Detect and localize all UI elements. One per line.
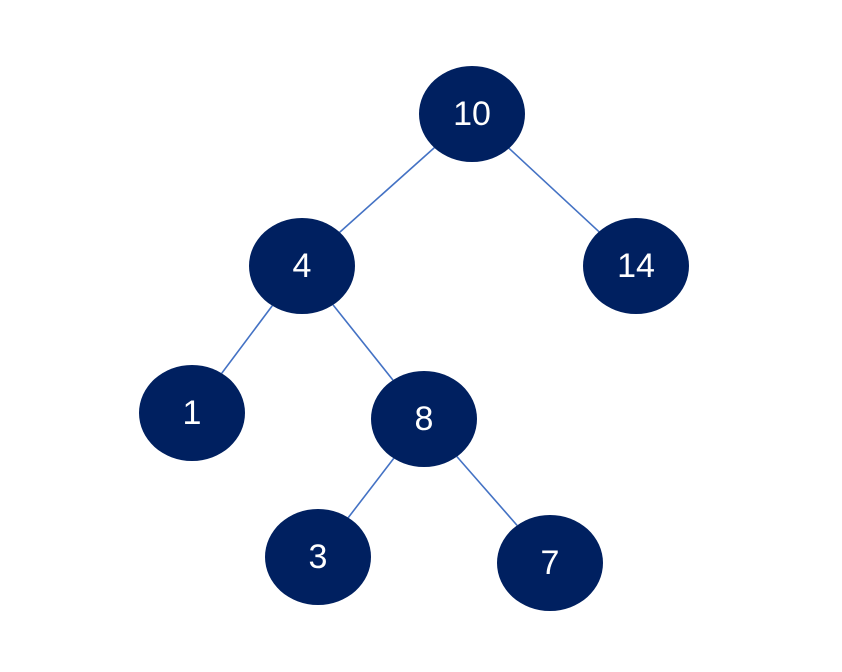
node-label: 7 <box>541 544 560 582</box>
node-label: 10 <box>453 95 491 133</box>
edge-n4-n8 <box>332 304 394 381</box>
edge-n8-n7 <box>456 456 518 526</box>
edge-n4-n1 <box>221 305 273 374</box>
edge-n8-n3 <box>347 457 395 519</box>
edges-layer <box>221 147 600 526</box>
tree-node: 10 <box>419 66 525 162</box>
node-circle <box>583 218 689 314</box>
node-circle <box>497 515 603 611</box>
tree-node: 1 <box>139 365 245 461</box>
tree-node: 7 <box>497 515 603 611</box>
node-circle <box>419 66 525 162</box>
tree-node: 14 <box>583 218 689 314</box>
edge-n10-n14 <box>508 147 600 233</box>
node-label: 1 <box>183 394 202 432</box>
node-label: 8 <box>415 400 434 438</box>
edge-n10-n4 <box>339 147 435 233</box>
node-circle <box>249 218 355 314</box>
tree-node: 4 <box>249 218 355 314</box>
tree-node: 8 <box>371 371 477 467</box>
tree-node: 3 <box>265 509 371 605</box>
nodes-layer: 10 4 14 1 8 3 7 <box>139 66 689 611</box>
node-circle <box>139 365 245 461</box>
node-label: 4 <box>293 247 312 285</box>
node-label: 3 <box>309 538 328 576</box>
node-label: 14 <box>617 247 655 285</box>
node-circle <box>371 371 477 467</box>
node-circle <box>265 509 371 605</box>
